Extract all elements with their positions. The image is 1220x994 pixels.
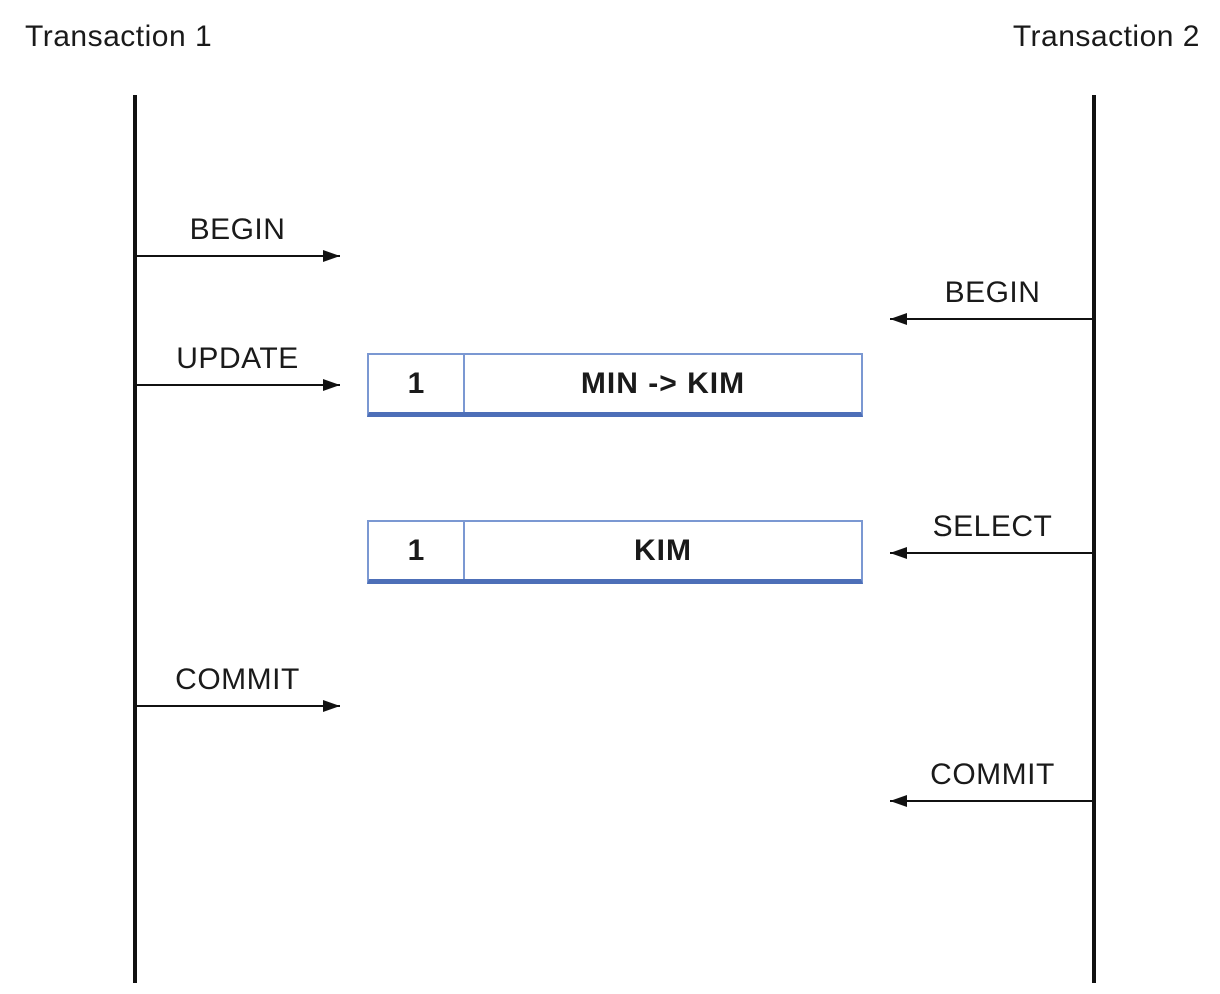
t2-select-label: SELECT [932,510,1053,543]
t2-commit-label: COMMIT [930,758,1055,791]
t2-begin-label: BEGIN [944,276,1041,309]
arrow-right-icon [135,250,340,262]
t1-begin-label: BEGIN [189,213,286,246]
t2-select-operation: SELECT [890,509,1095,559]
arrow-left-icon [890,313,1095,325]
t1-commit-operation: COMMIT [135,662,340,712]
transaction-2-lifeline [1092,95,1096,983]
arrow-left-icon [890,795,1095,807]
transaction-1-title: Transaction 1 [25,20,213,53]
transaction-2-title: Transaction 2 [1012,20,1200,53]
record-box-selected-row: 1 KIM [367,520,863,584]
t1-commit-label: COMMIT [175,663,300,696]
record-value-cell: KIM [634,533,692,567]
t2-commit-operation: COMMIT [890,757,1095,807]
transaction-1-lifeline [133,95,137,983]
arrow-right-icon [135,379,340,391]
record-value-cell: MIN -> KIM [580,366,746,400]
t2-begin-operation: BEGIN [890,275,1095,325]
record-id-cell: 1 [369,522,465,579]
t1-update-label: UPDATE [176,342,299,375]
t1-begin-operation: BEGIN [135,212,340,262]
record-id-cell: 1 [369,355,465,412]
record-box-updated-row: 1 MIN -> KIM [367,353,863,417]
t1-update-operation: UPDATE [135,341,340,391]
arrow-right-icon [135,700,340,712]
arrow-left-icon [890,547,1095,559]
